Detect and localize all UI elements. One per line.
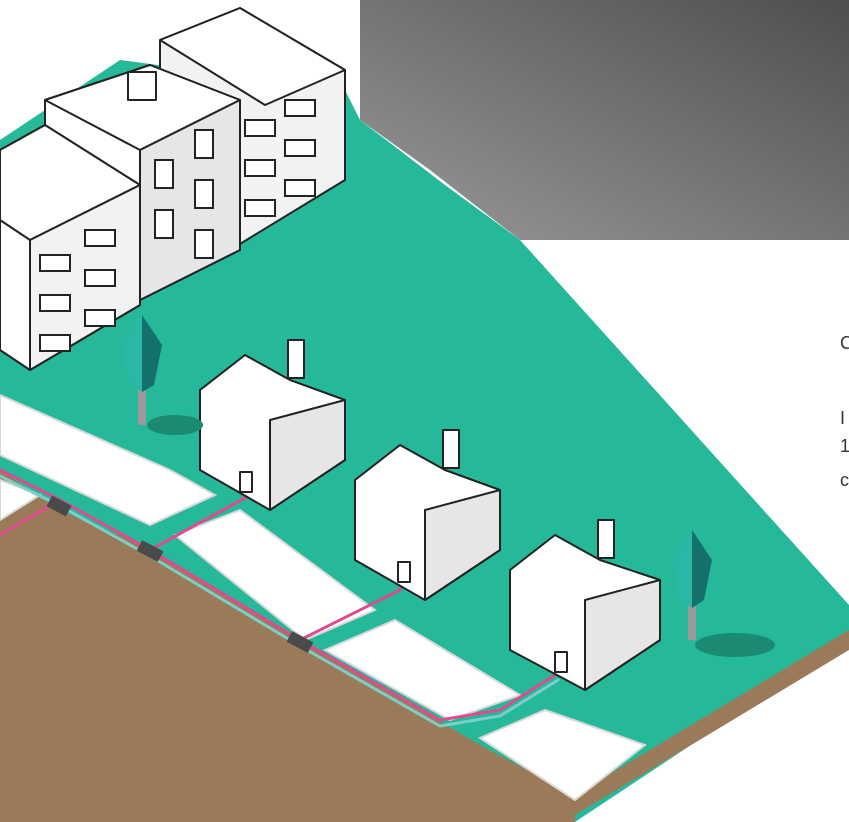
edge-text-1: C [840,333,849,354]
edge-text-4: c [840,470,849,491]
edge-text-2: I [840,408,845,429]
edge-text-3: 1 [840,436,849,457]
